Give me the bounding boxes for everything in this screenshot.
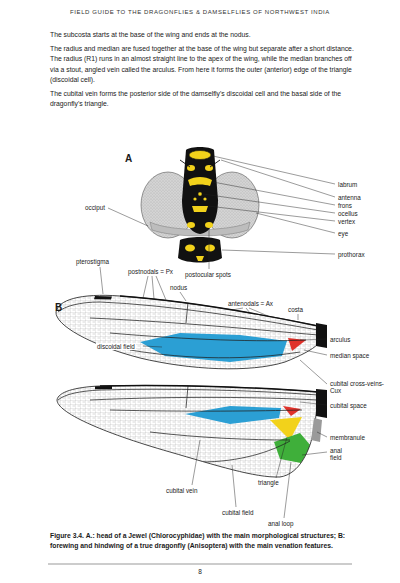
figure-caption: Figure 3.4. A.: head of a Jewel (Chloroc… — [50, 531, 356, 551]
part-label: ocellus — [338, 210, 358, 217]
part-label: prothorax — [338, 251, 365, 258]
figure-letter: B — [55, 302, 62, 314]
part-label: membranule — [330, 434, 365, 441]
part-label: cubital cross-veins-Cux — [330, 380, 386, 394]
figure-letter: A — [125, 153, 132, 165]
part-label: postnodals = Px — [128, 268, 173, 275]
body-paragraph: The radius and median are fused together… — [50, 44, 356, 85]
part-label: cubital vein — [166, 487, 198, 494]
part-label: postocular spots — [185, 271, 231, 278]
part-label: frons — [338, 202, 352, 209]
footer-rule — [48, 564, 352, 565]
part-label: pterostigma — [76, 258, 109, 265]
forewing-drawing — [50, 290, 327, 380]
part-label: anal field — [330, 447, 350, 461]
head-drawing — [141, 147, 259, 263]
part-label: median space — [330, 352, 369, 359]
part-label: antenodals = Ax — [228, 300, 273, 307]
part-label: cubital field — [222, 509, 254, 516]
part-label: antenna — [338, 194, 361, 201]
part-label: triangle — [258, 479, 279, 486]
part-label: cubital space — [330, 402, 367, 409]
leader-lines-b — [100, 267, 327, 518]
part-label: eye — [338, 230, 348, 237]
part-label: costa — [288, 306, 303, 313]
part-label: arculus — [330, 336, 350, 343]
body-text: The subcosta starts at the base of the w… — [50, 30, 356, 113]
hindwing-drawing — [50, 380, 327, 485]
part-label: nodus — [170, 284, 187, 291]
part-label: anal loop — [268, 520, 294, 527]
body-paragraph: The subcosta starts at the base of the w… — [50, 30, 356, 40]
part-label: vertex — [338, 218, 355, 225]
part-label: labrum — [338, 181, 357, 188]
body-paragraph: The cubital vein forms the posterior sid… — [50, 89, 356, 109]
running-header: FIELD GUIDE TO THE DRAGONFLIES & DAMSELF… — [0, 9, 400, 15]
part-label: occiput — [85, 204, 105, 211]
page-number: 8 — [198, 568, 202, 575]
part-label: discoidal field — [96, 343, 136, 350]
leader-lines-a — [108, 156, 335, 269]
